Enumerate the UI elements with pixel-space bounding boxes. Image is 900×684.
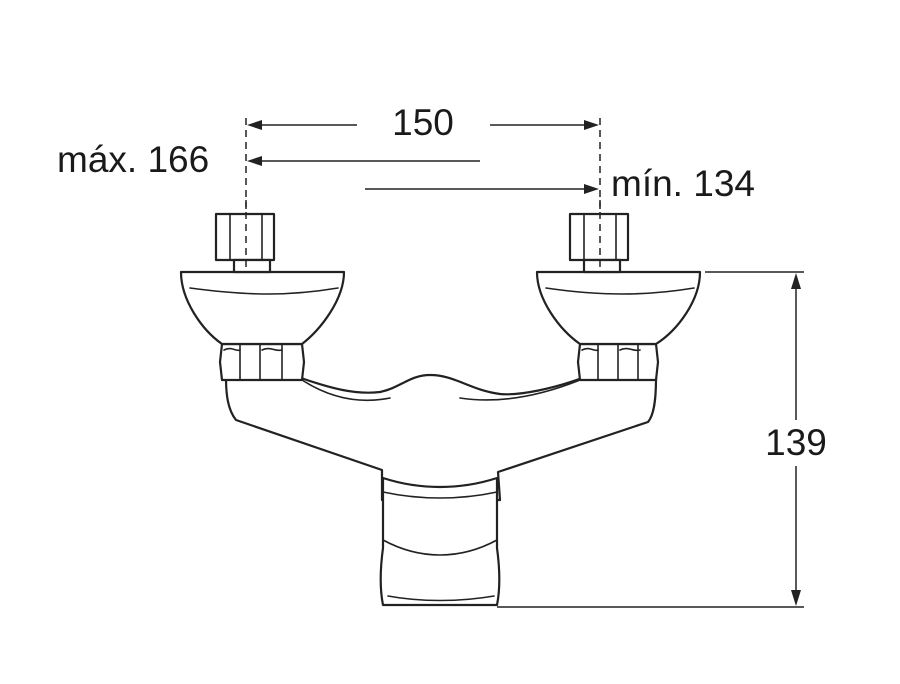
- dim-max-label: máx. 166: [57, 139, 209, 180]
- left-inlet: [179, 212, 346, 382]
- dim-height-label: 139: [765, 422, 827, 463]
- left-nut-chamfer-1: [223, 347, 241, 352]
- spout-band-top: [382, 491, 498, 499]
- spout: [379, 476, 501, 607]
- dim-height-arrow-bottom: [791, 590, 801, 606]
- right-inlet: [535, 212, 702, 382]
- dim-max-arrow: [247, 156, 262, 166]
- dimension-lines: [245, 118, 804, 608]
- left-nut-chamfer-2: [261, 347, 283, 352]
- right-nut-chamfer-1: [581, 347, 599, 352]
- dim-150-arrow-right: [584, 120, 599, 130]
- right-connector: [568, 212, 630, 262]
- dim-min-arrow: [584, 184, 599, 194]
- right-escutcheon: [535, 270, 702, 346]
- dim-150-arrow-left: [247, 120, 262, 130]
- crossbar-shading-left: [301, 379, 391, 401]
- right-nut-chamfer-2: [619, 347, 641, 352]
- dim-min-label: mín. 134: [611, 163, 755, 204]
- left-connector-neck: [232, 258, 272, 274]
- left-escutcheon: [179, 270, 346, 346]
- dimension-labels: 150 máx. 166 mín. 134 139: [57, 102, 827, 463]
- right-escutcheon-shading: [545, 287, 695, 295]
- dim-150-label: 150: [392, 102, 454, 143]
- crossbar-shading-right: [459, 379, 581, 401]
- spout-band-middle: [382, 539, 498, 556]
- mixer-body: [224, 373, 658, 607]
- right-connector-neck: [582, 258, 622, 274]
- crossbar-body: [224, 373, 658, 502]
- left-escutcheon-shading: [189, 287, 339, 295]
- left-connector: [214, 212, 276, 262]
- dim-height-arrow-top: [791, 273, 801, 289]
- spout-outlet: [387, 595, 495, 602]
